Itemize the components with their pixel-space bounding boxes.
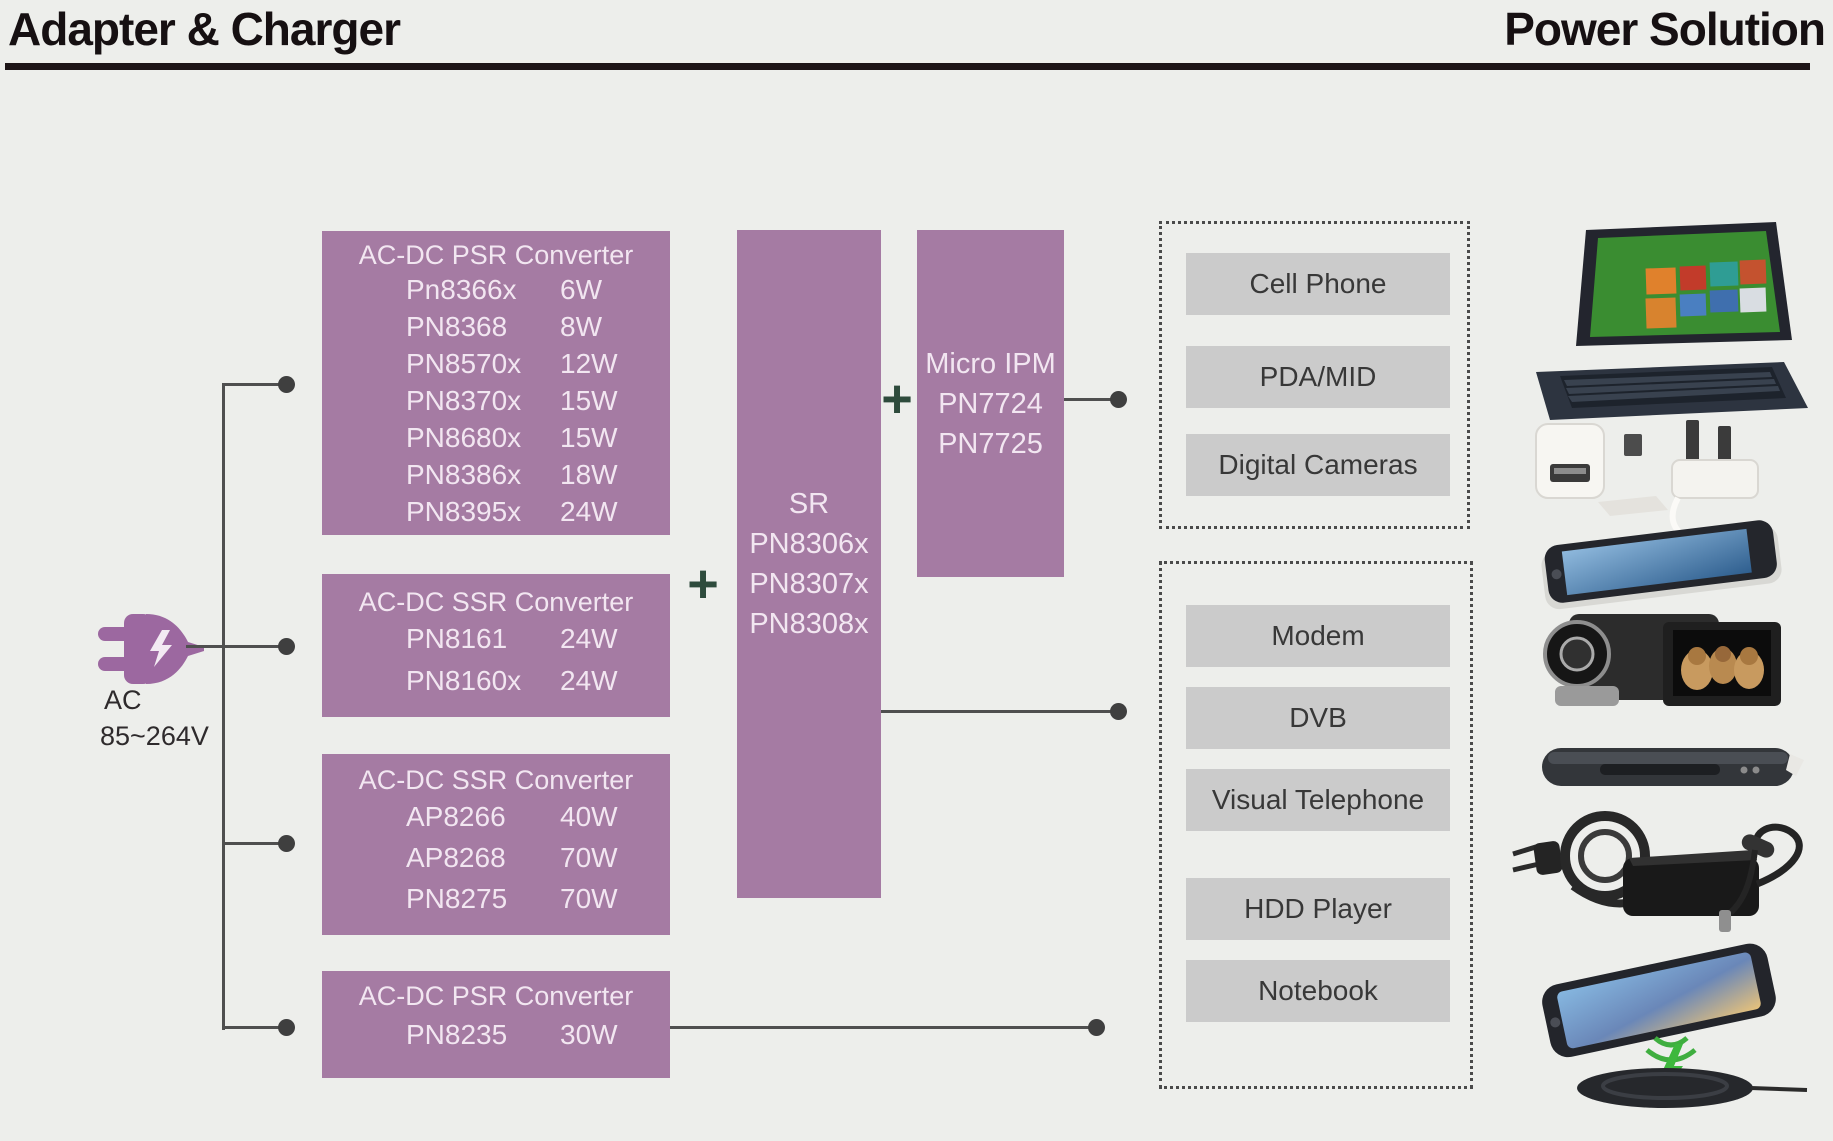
plus-sign: + <box>881 369 913 429</box>
part-watt: 8W <box>560 311 602 342</box>
part-row: PN8160x 24W <box>322 660 670 702</box>
part-row: PN8161 24W <box>322 618 670 660</box>
block-title: AC-DC PSR Converter <box>358 981 634 1011</box>
laptop-photo <box>1536 222 1808 420</box>
part-number: Pn8366x <box>406 274 517 305</box>
converter-block-psr-1: AC-DC PSR Converter Pn8366x 6W PN8368 8W P… <box>322 231 670 535</box>
part-row: PN8386x 18W <box>322 456 670 493</box>
header-divider <box>5 63 1810 70</box>
part-number: PN8680x <box>406 422 522 453</box>
part-row: Pn8366x 6W <box>322 271 670 308</box>
part-row: PN8368 8W <box>322 308 670 345</box>
part-number: AP8268 <box>406 842 506 873</box>
branch-line-2 <box>186 645 284 648</box>
page-title-left: Adapter & Charger <box>8 3 401 55</box>
bus-vertical-line <box>222 383 225 1030</box>
part-number: PN8306x <box>749 528 869 560</box>
part-number: PN8368 <box>406 311 508 342</box>
application-group-portable: Cell Phone PDA/MID Digital Cameras <box>1159 221 1470 529</box>
ac-label: AC <box>104 685 142 715</box>
part-number: AP8266 <box>406 801 506 832</box>
junction-dot <box>1110 703 1127 720</box>
wireless-charging-phone-photo <box>1542 943 1808 1108</box>
block-title: Micro IPM <box>925 347 1056 380</box>
part-row: PN8570x 12W <box>322 345 670 382</box>
camcorder-photo <box>1543 614 1781 706</box>
part-watt: 30W <box>560 1019 618 1050</box>
part-number: PN8386x <box>406 459 522 490</box>
application-box: DVB <box>1186 687 1450 749</box>
junction-dot <box>278 638 295 655</box>
part-row: PN8395x 24W <box>322 493 670 530</box>
application-box: PDA/MID <box>1186 346 1450 408</box>
part-row: PN8235 30W <box>322 1012 670 1058</box>
part-number: PN8160x <box>406 665 522 696</box>
ipm-output-line <box>1064 398 1112 401</box>
junction-dot <box>1110 391 1127 408</box>
part-watt: 12W <box>560 348 618 379</box>
converter-block-ssr-1: AC-DC SSR Converter PN8161 24W PN8160x 24W <box>322 574 670 717</box>
junction-dot <box>278 376 295 393</box>
application-box: Digital Cameras <box>1186 434 1450 496</box>
part-watt: 24W <box>560 665 618 696</box>
part-number: PN8395x <box>406 496 522 527</box>
application-box: Notebook <box>1186 960 1450 1022</box>
part-number: PN8161 <box>406 623 508 654</box>
part-watt: 6W <box>560 274 602 305</box>
power-adapter-photo <box>1512 811 1803 932</box>
part-number: PN8570x <box>406 348 522 379</box>
part-number: PN8307x <box>749 568 869 600</box>
part-number: PN8370x <box>406 385 522 416</box>
part-watt: 15W <box>560 385 618 416</box>
junction-dot <box>278 1019 295 1036</box>
usb-chargers-photo <box>1535 420 1759 545</box>
branch-line-4 <box>222 1026 284 1029</box>
psr2-output-line <box>670 1026 1090 1029</box>
part-number: PN8308x <box>749 608 869 640</box>
part-row: PN8275 70W <box>322 878 670 919</box>
sr-block: SR PN8306x PN8307x PN8308x <box>737 230 881 898</box>
block-title: AC-DC SSR Converter <box>358 765 634 795</box>
junction-dot <box>278 835 295 852</box>
application-group-home: Modem DVB Visual Telephone HDD Player No… <box>1159 561 1473 1089</box>
plus-sign: + <box>687 554 719 614</box>
part-number: PN7725 <box>938 427 1043 460</box>
sr-output-line <box>881 710 1111 713</box>
application-box: HDD Player <box>1186 878 1450 940</box>
ac-voltage-label: 85~264V <box>100 721 209 751</box>
part-row: AP8266 40W <box>322 796 670 837</box>
part-watt: 15W <box>560 422 618 453</box>
part-watt: 40W <box>560 801 618 832</box>
part-watt: 70W <box>560 883 618 914</box>
application-box: Modem <box>1186 605 1450 667</box>
part-row: AP8268 70W <box>322 837 670 878</box>
part-number: PN8235 <box>406 1019 508 1050</box>
part-row: PN8680x 15W <box>322 419 670 456</box>
junction-dot <box>1088 1019 1105 1036</box>
block-title: AC-DC SSR Converter <box>358 587 634 617</box>
power-plug-icon <box>98 614 204 684</box>
converter-block-psr-2: AC-DC PSR Converter PN8235 30W <box>322 971 670 1078</box>
part-number: PN8275 <box>406 883 508 914</box>
part-row: PN8370x 15W <box>322 382 670 419</box>
part-number: PN7724 <box>938 387 1043 420</box>
application-box: Cell Phone <box>1186 253 1450 315</box>
part-watt: 18W <box>560 459 618 490</box>
part-watt: 24W <box>560 623 618 654</box>
block-title: SR <box>788 488 830 520</box>
branch-line-1 <box>222 383 284 386</box>
branch-line-3 <box>222 842 284 845</box>
application-box: Visual Telephone <box>1186 769 1450 831</box>
smartphone-photo <box>1541 520 1782 610</box>
part-watt: 70W <box>560 842 618 873</box>
part-watt: 24W <box>560 496 618 527</box>
sound-bar-photo <box>1542 748 1804 786</box>
micro-ipm-block: Micro IPM PN7724 PN7725 <box>917 230 1064 577</box>
block-title: AC-DC PSR Converter <box>358 240 634 270</box>
page-title-right: Power Solution <box>1504 3 1826 55</box>
